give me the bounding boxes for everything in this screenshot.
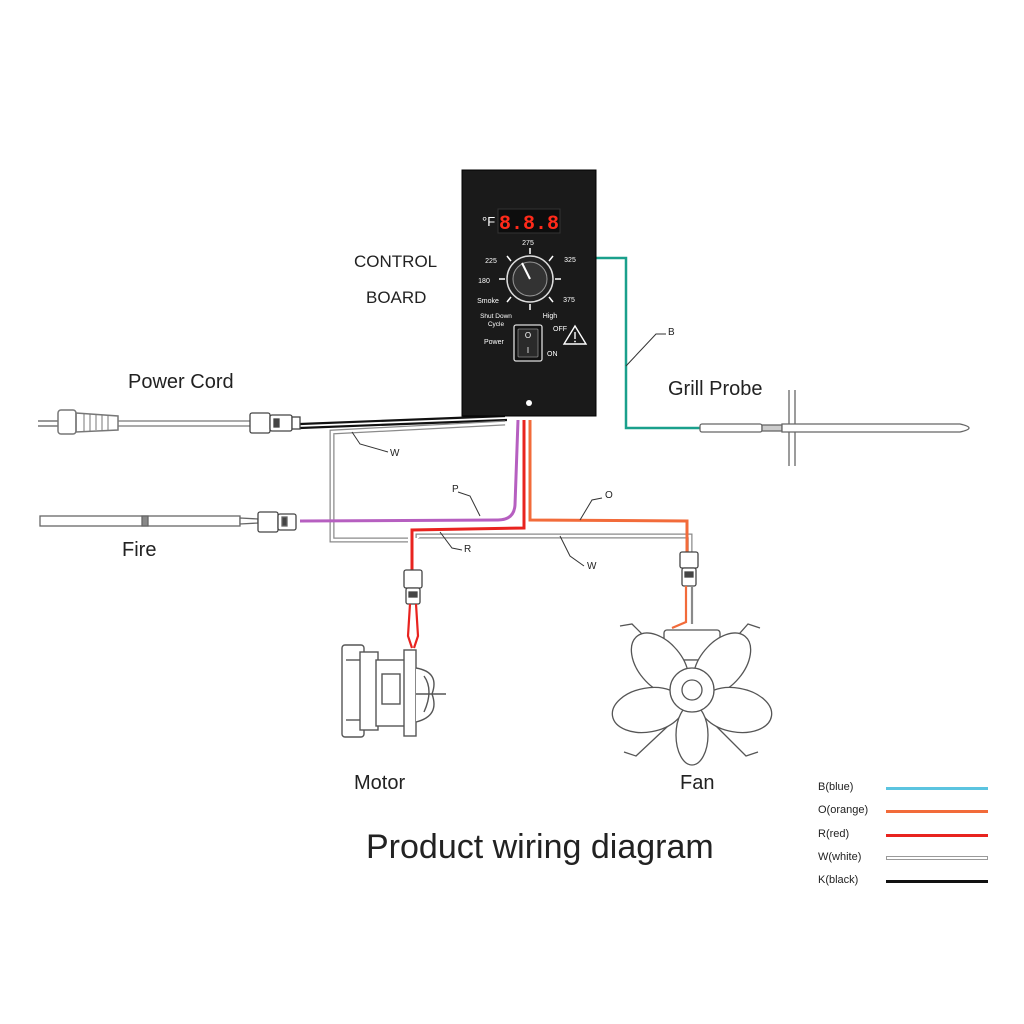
fire-label: Fire (122, 539, 157, 561)
fan-connector (679, 551, 699, 587)
motor-connector (403, 569, 423, 605)
temperature-dial[interactable] (499, 248, 561, 310)
grill-probe-label: Grill Probe (668, 378, 763, 400)
board-unit: °F (482, 214, 495, 229)
dial-mark-180: 180 (478, 278, 490, 285)
control-board: 8.8.8 °F 275 225 325 180 Smoke 375 Shut … (461, 169, 597, 417)
wire-tag-orange: O (605, 490, 613, 501)
dial-mark-225: 225 (485, 258, 497, 265)
fan-label: Fan (680, 772, 715, 794)
legend-swatch-orange (886, 810, 988, 813)
red-wire (410, 420, 526, 570)
legend-item-red: R(red) (818, 826, 988, 846)
control-board-label-line1: CONTROL (354, 252, 438, 271)
dial-mark-cycle: Cycle (488, 321, 505, 328)
purple-wire (299, 419, 520, 523)
legend-label-orange: O(orange) (818, 804, 869, 816)
power-cord-connector (249, 412, 301, 434)
legend-swatch-red (886, 834, 988, 837)
white-wire-fan (415, 533, 693, 552)
control-board-label-line2: BOARD (366, 288, 427, 307)
diagram-title: Product wiring diagram (366, 828, 714, 866)
dial-mark-high: High (543, 313, 558, 320)
orange-wire (528, 420, 689, 552)
wire-tag-white-top: W (390, 448, 400, 459)
dial-mark-325: 325 (564, 257, 576, 264)
warning-icon (562, 324, 588, 345)
power-cord-plug (38, 409, 250, 435)
fan-leads (671, 586, 694, 630)
black-power-wires (299, 414, 508, 430)
blue-probe-wire (596, 256, 700, 430)
motor-label: Motor (354, 772, 406, 794)
legend-item-blue: B(blue) (818, 779, 988, 799)
fan-drawing (611, 623, 773, 766)
legend-label-white: W(white) (818, 851, 862, 863)
dial-mark-275: 275 (522, 240, 534, 247)
fire-igniter (39, 511, 297, 533)
wire-tag-blue: B (668, 327, 675, 338)
legend-swatch-white (886, 856, 988, 860)
legend-swatch-blue (886, 787, 988, 790)
legend-label-blue: B(blue) (818, 781, 854, 793)
legend-item-black: K(black) (818, 872, 988, 892)
white-wire-left (329, 420, 506, 543)
dial-mark-shutdown: Shut Down (480, 313, 512, 320)
wire-tag-red: R (464, 544, 472, 555)
switch-i: I (527, 346, 529, 355)
dial-mark-smoke: Smoke (477, 298, 499, 305)
motor-leads (406, 603, 420, 649)
board-indicator-dot (526, 400, 532, 406)
power-switch[interactable] (513, 324, 543, 362)
wire-tag-white-mid: W (587, 561, 597, 572)
legend-label-red: R(red) (818, 828, 850, 840)
label-on: ON (547, 351, 558, 358)
legend-swatch-black (886, 880, 988, 883)
power-cord-label: Power Cord (128, 371, 234, 393)
label-off: OFF (553, 326, 567, 333)
dial-mark-375: 375 (563, 297, 575, 304)
motor-drawing (341, 644, 446, 738)
grill-probe (699, 390, 970, 466)
legend-label-black: K(black) (818, 874, 859, 886)
label-power: Power (484, 339, 505, 346)
board-display: 8.8.8 (499, 213, 559, 236)
wire-tag-purple: P (452, 484, 459, 495)
legend-item-white: W(white) (818, 849, 988, 869)
legend-item-orange: O(orange) (818, 802, 988, 822)
wire-tag-leaders (351, 333, 666, 567)
switch-o: O (525, 331, 531, 340)
